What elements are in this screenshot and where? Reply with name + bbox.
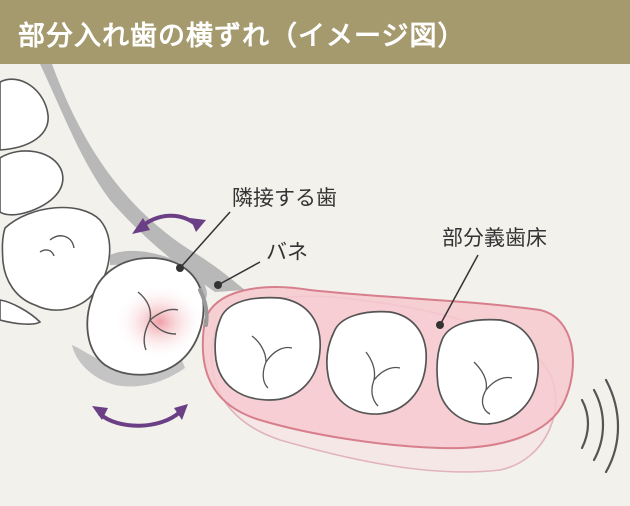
denture-tooth-3 (436, 318, 539, 425)
front-tooth-lower (1, 206, 111, 311)
leader-spring (217, 261, 261, 286)
gum-shadow (72, 345, 185, 387)
diagram-canvas (0, 64, 620, 474)
title-bar: 部分入れ歯の横ずれ（イメージ図） (0, 0, 630, 64)
gum-arch (40, 64, 245, 292)
movement-arrow-top (132, 213, 206, 234)
front-tooth-bottom (0, 299, 42, 325)
denture-tooth-3-groove (473, 361, 513, 415)
denture-tooth-1 (214, 296, 321, 401)
leader-denture-base (439, 254, 479, 326)
denture-tooth-2-groove (365, 351, 401, 407)
front-tooth-top (0, 78, 49, 151)
movement-arrow-bottom (92, 404, 188, 428)
label-spring: バネ (266, 240, 308, 264)
leader-denture-base-dot (436, 321, 444, 329)
denture-tooth-2 (325, 310, 427, 415)
leader-adjacent-tooth (179, 211, 231, 269)
diagram-title: 部分入れ歯の横ずれ（イメージ図） (18, 21, 466, 52)
leader-adjacent-tooth-dot (176, 264, 184, 272)
label-denture-base: 部分義歯床 (442, 226, 547, 250)
leader-spring-dot (214, 281, 222, 289)
adjacent-tooth-groove (137, 291, 179, 351)
sore-spot (110, 280, 200, 356)
label-adjacent-tooth: 隣接する歯 (232, 186, 337, 210)
spring-clasp (198, 288, 209, 327)
vibration-marks (580, 378, 620, 474)
denture-tooth-1-groove (251, 335, 293, 389)
front-tooth-ridge (39, 235, 75, 257)
front-tooth-middle (0, 150, 64, 216)
